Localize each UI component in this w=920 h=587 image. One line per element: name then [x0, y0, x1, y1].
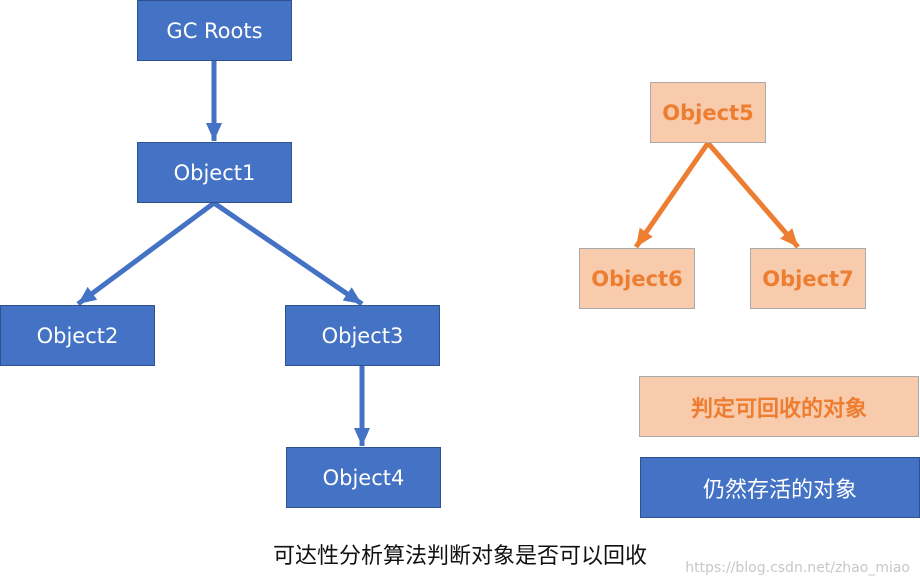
legend-alive: 仍然存活的对象: [640, 457, 920, 518]
object7-node: Object7: [750, 248, 866, 309]
object5-node: Object5: [650, 82, 766, 143]
object4-node: Object4: [286, 447, 441, 508]
arrow-object5-to-object7: [706, 141, 800, 249]
arrow-object5-to-object6: [633, 141, 711, 249]
watermark: https://blog.csdn.net/zhao_miao: [685, 560, 910, 576]
gc-roots-node: GC Roots: [137, 0, 292, 61]
arrow-object1-to-object3: [212, 200, 364, 307]
arrow-object1-to-object2: [76, 200, 216, 307]
diagram-caption: 可达性分析算法判断对象是否可以回收: [272, 544, 647, 569]
legend-collectable: 判定可回收的对象: [639, 376, 919, 437]
object6-node: Object6: [579, 248, 695, 309]
object1-node: Object1: [137, 142, 292, 203]
object2-node: Object2: [0, 305, 155, 366]
object3-node: Object3: [285, 305, 440, 366]
